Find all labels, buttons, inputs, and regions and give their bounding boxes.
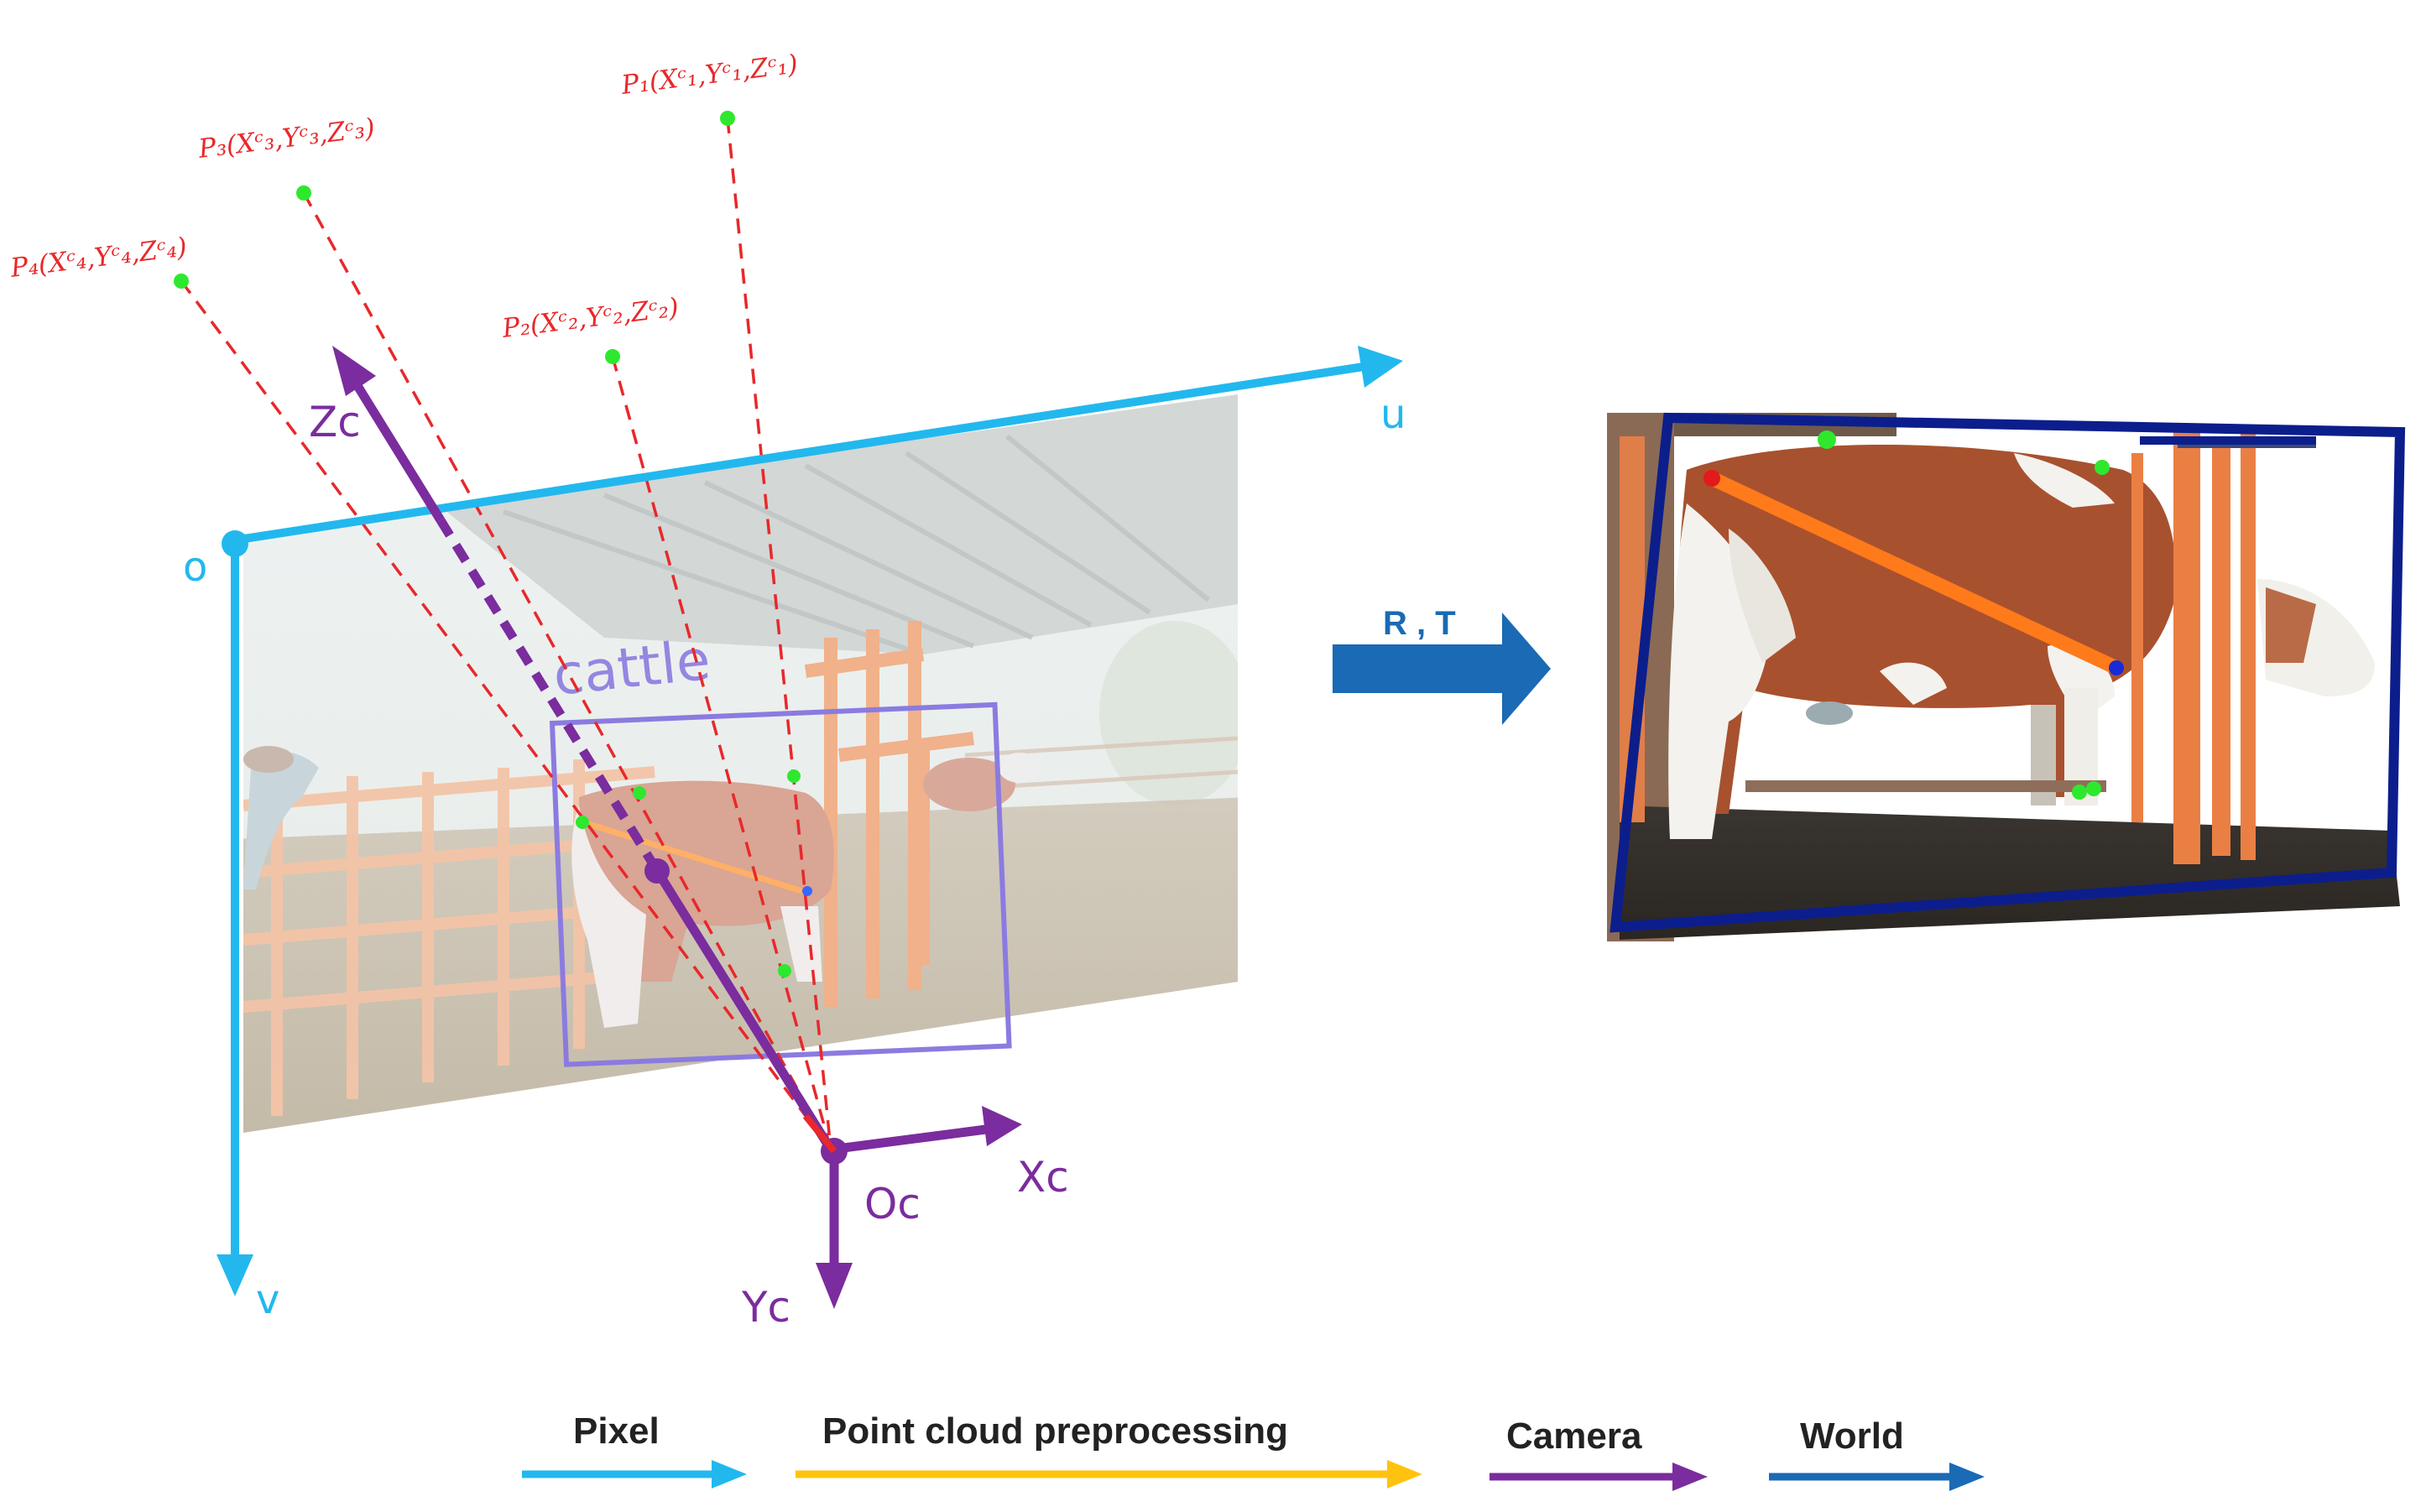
projection-rays (180, 117, 832, 1151)
pixel-axis-v-arrowhead (217, 1254, 253, 1296)
label-oc: Oc (864, 1180, 921, 1228)
point-cloud-panel (1607, 413, 2411, 941)
label-u: u (1380, 391, 1406, 438)
point-p2 (605, 349, 620, 364)
legend-arrowhead-pixel (712, 1460, 747, 1489)
point-cloud-keypoint-end (2109, 660, 2124, 675)
ray-tip (802, 1113, 837, 1154)
legend: Pixel Point cloud preprocessing Camera W… (522, 1410, 1985, 1491)
transform-label: R , T (1383, 605, 1456, 642)
label-p3: P₃(Xᶜ₃,Yᶜ₃,Zᶜ₃) (196, 112, 377, 164)
label-v: v (256, 1276, 279, 1323)
label-p2: P₂(Xᶜ₂,Yᶜ₂,Zᶜ₂) (500, 292, 681, 344)
label-p4: P₄(Xᶜ₄,Yᶜ₄,Zᶜ₄) (8, 232, 189, 284)
camera-axis-zc-hidden (436, 518, 660, 872)
legend-label-point-cloud-preprocessing: Point cloud preprocessing (822, 1410, 1288, 1452)
point-cloud-keypoint (1818, 430, 1836, 449)
detection-bbox (549, 701, 1012, 1067)
principal-point (644, 858, 670, 884)
transform-arrow (1333, 613, 1551, 725)
camera-axis-zc-arrowhead (332, 346, 376, 396)
legend-label-world: World (1800, 1416, 1904, 1457)
pixel-axis-u-arrowhead (1358, 346, 1403, 388)
point-cloud-body-line (1704, 471, 2122, 675)
image-keypoint (778, 964, 791, 978)
camera-axis-zc (652, 867, 835, 1152)
image-keypoint (802, 886, 812, 896)
legend-arrowhead-camera (1672, 1462, 1708, 1491)
point-cloud-keypoint (2086, 781, 2101, 796)
camera-axis-zc-extension (348, 375, 445, 523)
point-cloud-keypoint (2072, 785, 2087, 800)
label-yc: Yc (741, 1283, 790, 1332)
pixel-origin (222, 530, 248, 557)
point-p1 (720, 111, 735, 126)
world-frame-outline (1610, 412, 2406, 933)
camera-axis-yc-arrowhead (816, 1263, 853, 1309)
image-body-line (582, 819, 811, 897)
image-keypoint (787, 769, 801, 783)
legend-arrowhead-point-cloud-preprocessing (1387, 1460, 1422, 1489)
image-keypoint (633, 786, 646, 800)
legend-arrowhead-world (1949, 1462, 1985, 1491)
camera-axis-xc-arrowhead (982, 1106, 1022, 1146)
legend-label-pixel: Pixel (573, 1410, 660, 1452)
label-zc: Zc (309, 398, 361, 446)
label-xc: Xc (1017, 1153, 1069, 1202)
label-origin: o (183, 544, 207, 591)
point-cloud-keypoint-start (1703, 470, 1720, 487)
image-plane (243, 394, 1238, 1133)
label-p1: P₁(Xᶜ₁,Yᶜ₁,Zᶜ₁) (619, 49, 800, 101)
point-p4 (174, 274, 189, 289)
camera-axis-xc (830, 1124, 987, 1155)
pixel-axis-u (232, 362, 1364, 545)
image-keypoint (576, 816, 589, 829)
point-cloud-keypoint (2095, 460, 2110, 475)
point-p3 (296, 185, 311, 201)
legend-label-camera: Camera (1506, 1416, 1642, 1457)
